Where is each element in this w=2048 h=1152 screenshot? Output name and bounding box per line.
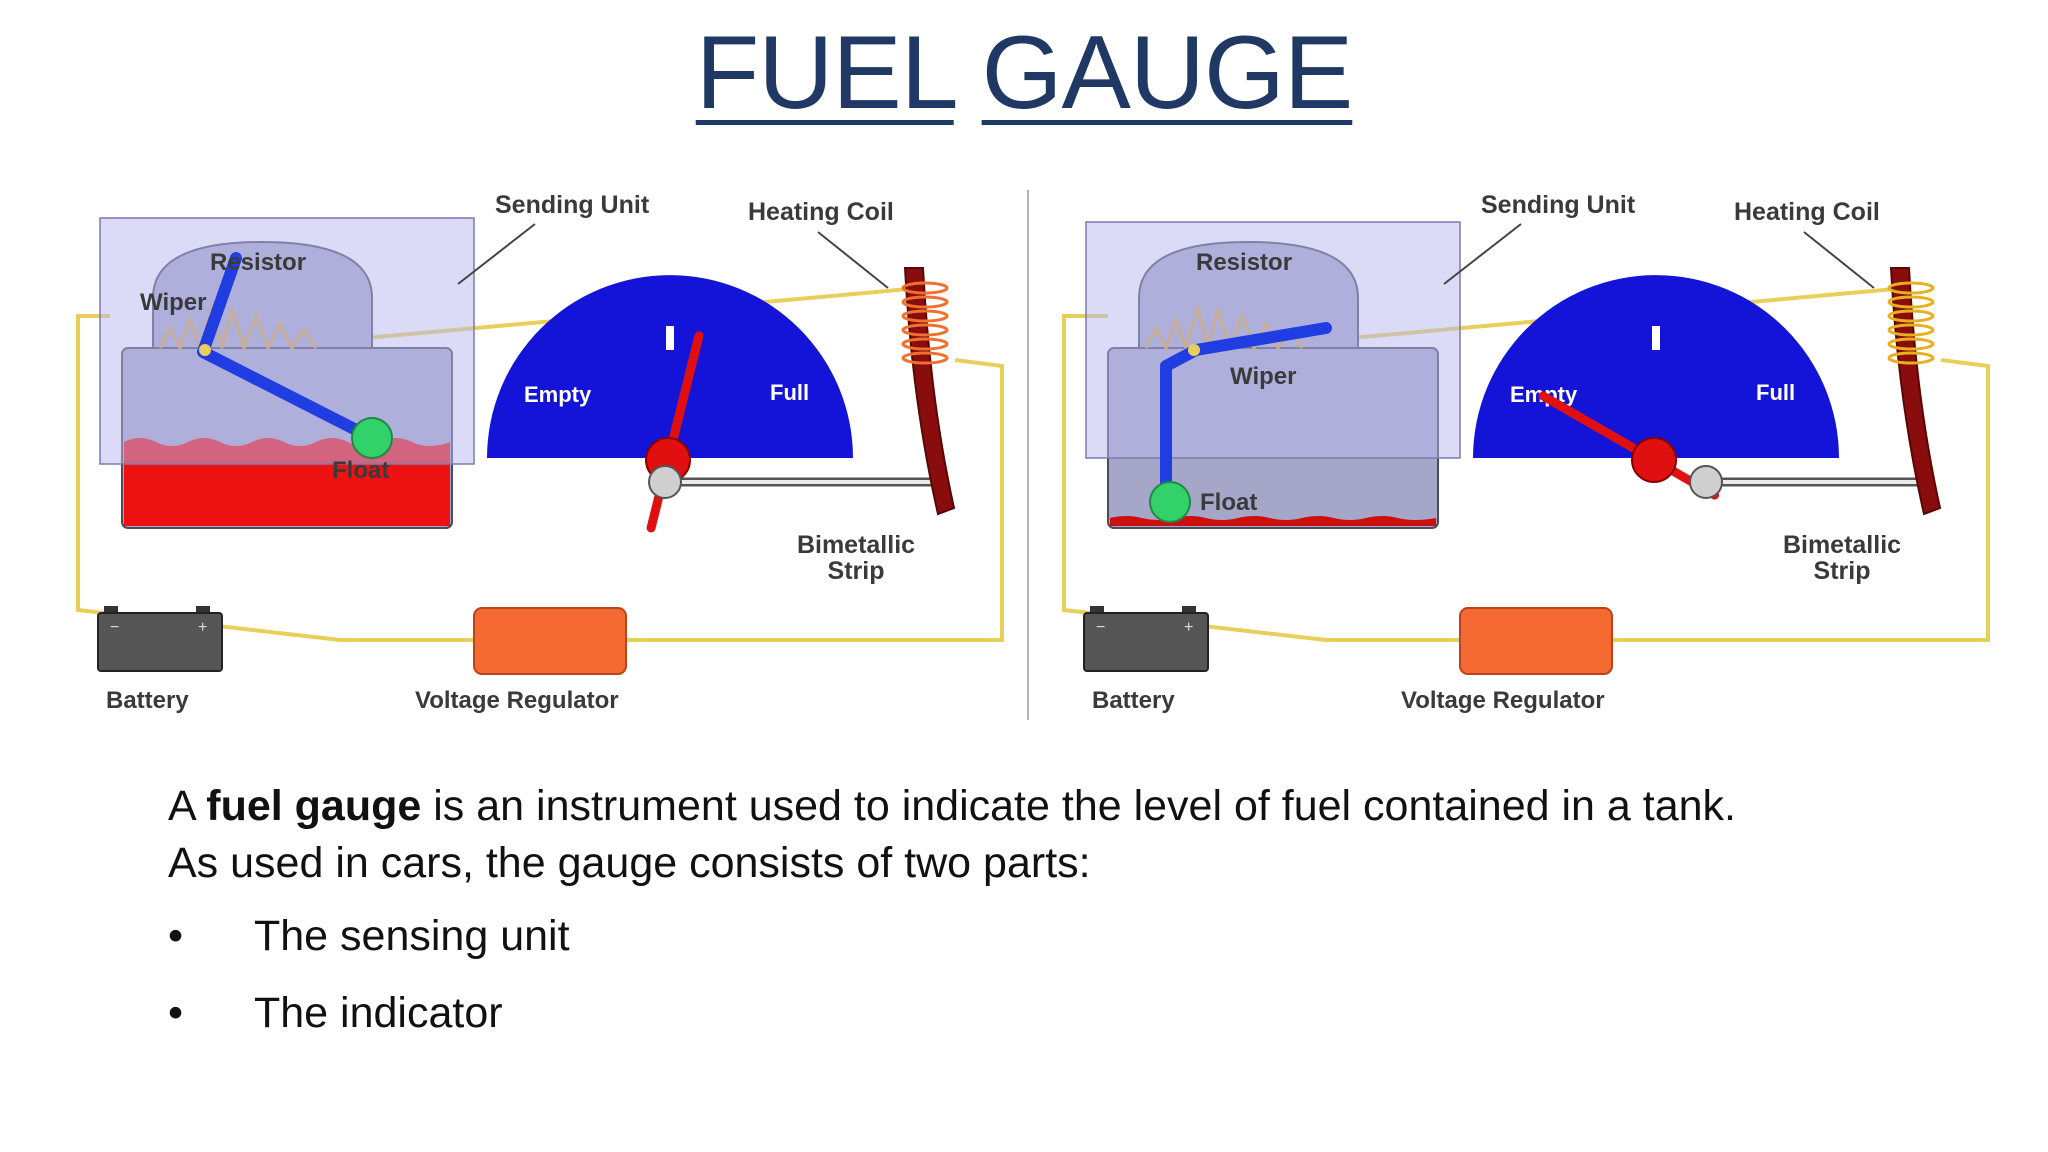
voltage-regulator-label: Voltage Regulator — [415, 687, 619, 714]
svg-text:+: + — [198, 619, 207, 636]
float-ball — [1149, 481, 1191, 523]
float-ball — [351, 417, 393, 459]
diagram-panel-full: Resistor Wiper Float Sending Unit Empty … — [76, 191, 1004, 714]
title-word-gauge: GAUGE — [981, 15, 1354, 131]
svg-text:−: − — [1096, 619, 1105, 636]
sending-unit-box — [99, 217, 475, 465]
pivot — [1188, 344, 1200, 356]
sending-unit-label: Sending Unit — [495, 191, 650, 219]
diagram-panel-empty: Resistor Wiper Float Sending Unit Empty … — [1062, 191, 1990, 714]
leader-line — [1443, 223, 1522, 285]
wire — [1062, 314, 1466, 642]
wire — [76, 314, 480, 642]
gauge-needle — [1538, 391, 1720, 500]
heating-coil-wrap — [1887, 281, 1935, 365]
bullet-dot-icon: • — [168, 989, 184, 1037]
parts-list: • The sensing unit • The indicator — [168, 906, 570, 1060]
battery-label: Battery — [1092, 687, 1175, 714]
battery-label: Battery — [106, 687, 189, 714]
wire — [625, 358, 1004, 642]
strip-pivot — [648, 465, 682, 499]
svg-text:−: − — [110, 619, 119, 636]
fuel-gauge-diagram: Resistor Wiper Float Sending Unit Empty … — [76, 190, 1990, 720]
wiper-label: Wiper — [140, 289, 206, 316]
battery: − + — [97, 606, 223, 672]
intro-line-2: As used in cars, the gauge consists of t… — [168, 839, 1091, 887]
wire — [1611, 358, 1990, 642]
resistor-label: Resistor — [210, 249, 306, 276]
gauge-empty-label: Empty — [524, 382, 592, 407]
list-item: • The indicator — [168, 983, 570, 1060]
title-word-fuel: FUEL — [695, 15, 955, 131]
bullet-dot-icon: • — [168, 912, 184, 960]
voltage-regulator — [1459, 607, 1613, 675]
heating-coil-wrap — [901, 281, 949, 365]
needle-hub — [1631, 437, 1677, 483]
leader-line — [1803, 231, 1875, 289]
term-fuel-gauge: fuel gauge — [206, 782, 422, 830]
slide-title: FUEL GAUGE — [0, 8, 2048, 138]
heating-coil-label: Heating Coil — [1734, 198, 1880, 226]
float-label: Float — [1200, 489, 1257, 516]
strip-label: Strip — [828, 557, 885, 585]
strip-pivot — [1689, 465, 1723, 499]
heating-coil-label: Heating Coil — [748, 198, 894, 226]
resistor-label: Resistor — [1196, 249, 1292, 276]
bimetallic-label: Bimetallic — [1783, 531, 1901, 559]
pivot — [199, 344, 211, 356]
wiper-arm — [1160, 322, 1332, 506]
strip-label: Strip — [1814, 557, 1871, 585]
gauge-full-label: Full — [1756, 380, 1795, 405]
bimetallic-label: Bimetallic — [797, 531, 915, 559]
intro-paragraph: A fuel gauge is an instrument used to in… — [168, 778, 1988, 892]
float-label: Float — [332, 457, 389, 484]
voltage-regulator — [473, 607, 627, 675]
svg-text:+: + — [1184, 619, 1193, 636]
wiper-label: Wiper — [1230, 363, 1296, 390]
gauge-dial: Empty Full — [1473, 275, 1839, 458]
list-item: • The sensing unit — [168, 906, 570, 983]
gauge-full-label: Full — [770, 380, 809, 405]
gauge-dial: Empty Full — [487, 275, 853, 458]
battery: − + — [1083, 606, 1209, 672]
sending-unit-label: Sending Unit — [1481, 191, 1636, 219]
leader-line — [457, 223, 536, 285]
leader-line — [817, 231, 889, 289]
voltage-regulator-label: Voltage Regulator — [1401, 687, 1605, 714]
intro-line-1: A fuel gauge is an instrument used to in… — [168, 782, 1736, 830]
fuel-level — [1110, 516, 1436, 526]
